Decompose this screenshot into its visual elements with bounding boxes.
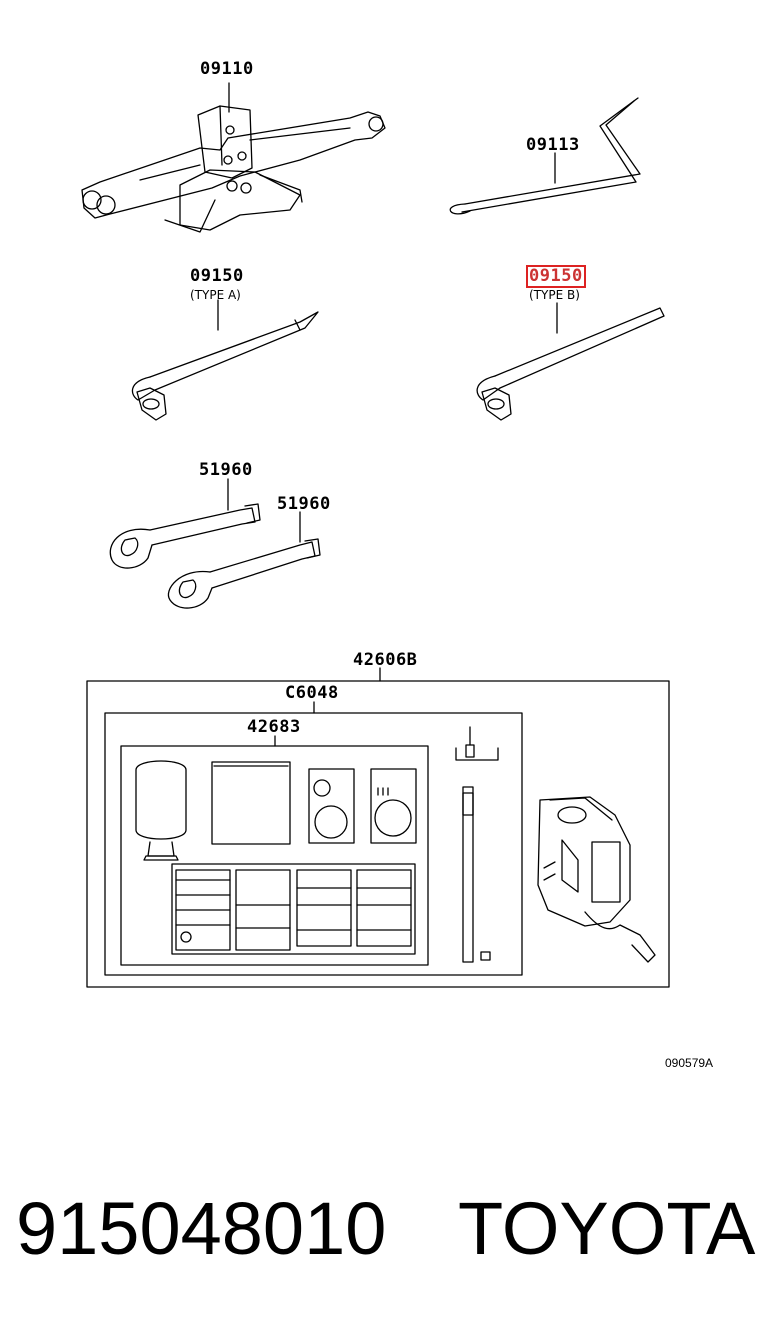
repair-kit-illustration [86, 667, 670, 988]
callout-51960-second[interactable]: 51960 [277, 494, 331, 514]
towing-hook-2-illustration [167, 511, 321, 609]
callout-09113[interactable]: 09113 [526, 135, 580, 155]
wrench-type-a-illustration [131, 299, 319, 421]
callout-42606b[interactable]: 42606B [353, 650, 418, 670]
wrench-type-b-illustration [476, 302, 665, 421]
callout-42683[interactable]: 42683 [247, 717, 301, 737]
callout-51960-first[interactable]: 51960 [199, 460, 253, 480]
jack-handle-illustration [449, 97, 641, 215]
callout-c6048[interactable]: C6048 [285, 683, 339, 703]
wrench-type-a-label: (TYPE A) [190, 288, 241, 302]
scissor-jack-illustration [81, 82, 386, 233]
towing-hook-1-illustration [109, 478, 261, 569]
part-number: 915048010 [16, 1187, 387, 1270]
callout-09150-type-a[interactable]: 09150 [190, 266, 244, 286]
callout-09150-type-b-highlighted[interactable]: 09150 [526, 265, 586, 288]
callout-09110[interactable]: 09110 [200, 59, 254, 79]
wrench-type-b-label: (TYPE B) [529, 288, 580, 302]
brand-name: TOYOTA [458, 1187, 756, 1270]
diagram-code: 090579A [665, 1056, 714, 1070]
